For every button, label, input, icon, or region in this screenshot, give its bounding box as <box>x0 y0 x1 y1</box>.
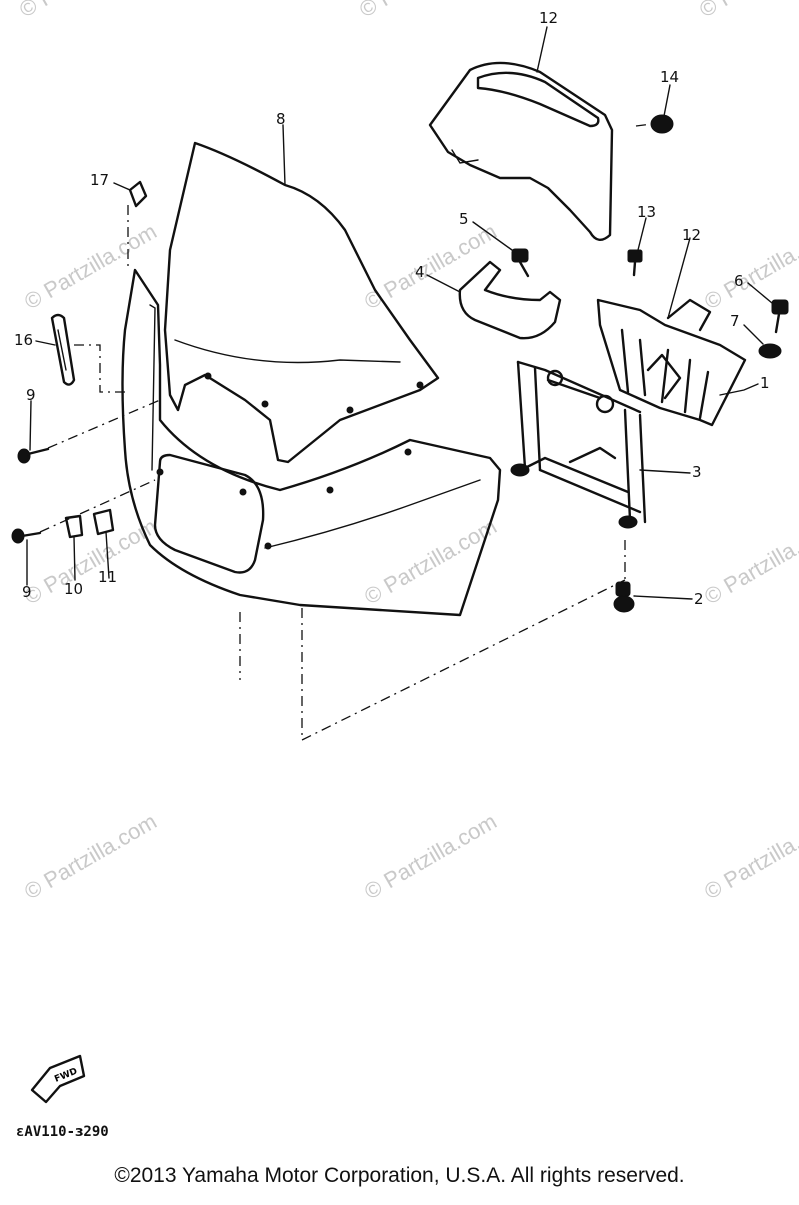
callout-3: 3 <box>692 463 702 481</box>
watermark: © Partzilla.com <box>360 809 501 905</box>
callout-15: 14 <box>660 68 679 86</box>
part-13-bolt <box>627 249 643 277</box>
assembly-lines <box>39 123 653 742</box>
part-11-collar <box>92 508 115 536</box>
part-16-emblem <box>50 313 76 386</box>
watermark: © Partzilla.com <box>355 0 496 22</box>
callout-5: 5 <box>459 210 469 228</box>
callout-10: 10 <box>64 580 83 598</box>
part-5-bolt <box>511 248 530 278</box>
watermark: © Partzilla.com <box>700 514 799 610</box>
front-direction-arrow: FWD <box>30 1054 86 1104</box>
watermark: © Partzilla.com <box>695 0 799 22</box>
part-12-bracket <box>596 298 747 427</box>
part-2-bolt <box>613 581 635 613</box>
watermark: © Partzilla.com <box>360 514 501 610</box>
diagram-code: ɛAV110-ɜ290 <box>16 1124 109 1140</box>
watermark: © Partzilla.com <box>15 0 156 22</box>
watermark: © Partzilla.com <box>20 809 161 905</box>
callout-7: 7 <box>730 312 740 330</box>
part-7-washer <box>758 343 782 359</box>
callout-12: 12 <box>682 226 701 244</box>
part-14-cover <box>428 61 614 241</box>
callout-13: 13 <box>637 203 656 221</box>
callout-9-upper: 9 <box>26 386 36 404</box>
watermark: © Partzilla.com <box>20 514 161 610</box>
callout-11: 11 <box>98 568 117 586</box>
part-15-grommet <box>650 114 674 134</box>
callout-16: 16 <box>14 331 33 349</box>
callout-1: 1 <box>760 374 770 392</box>
callout-8: 8 <box>276 110 286 128</box>
part-3-frame <box>510 360 647 529</box>
part-9-bolt-lower <box>11 528 42 544</box>
part-6-bolt <box>771 299 789 334</box>
part-9-bolt-upper <box>17 447 50 464</box>
callout-labels: 12 14 8 17 5 13 12 4 6 7 16 1 9 3 9 10 1… <box>14 9 770 608</box>
leader-lines <box>26 26 773 600</box>
callout-2: 2 <box>694 590 704 608</box>
watermark: © Partzilla.com <box>700 809 799 905</box>
part-17-clip <box>128 180 148 208</box>
callout-14: 12 <box>539 9 558 27</box>
callout-9-lower: 9 <box>22 583 32 601</box>
callout-17: 17 <box>90 171 109 189</box>
part-4-stay <box>458 260 562 340</box>
watermark: © Partzilla.com <box>20 219 161 315</box>
callout-4: 4 <box>415 263 425 281</box>
copyright-notice: ©2013 Yamaha Motor Corporation, U.S.A. A… <box>114 1164 685 1187</box>
callout-6: 6 <box>734 272 744 290</box>
part-8-windshield <box>163 141 440 464</box>
part-1-fairing <box>121 268 502 617</box>
